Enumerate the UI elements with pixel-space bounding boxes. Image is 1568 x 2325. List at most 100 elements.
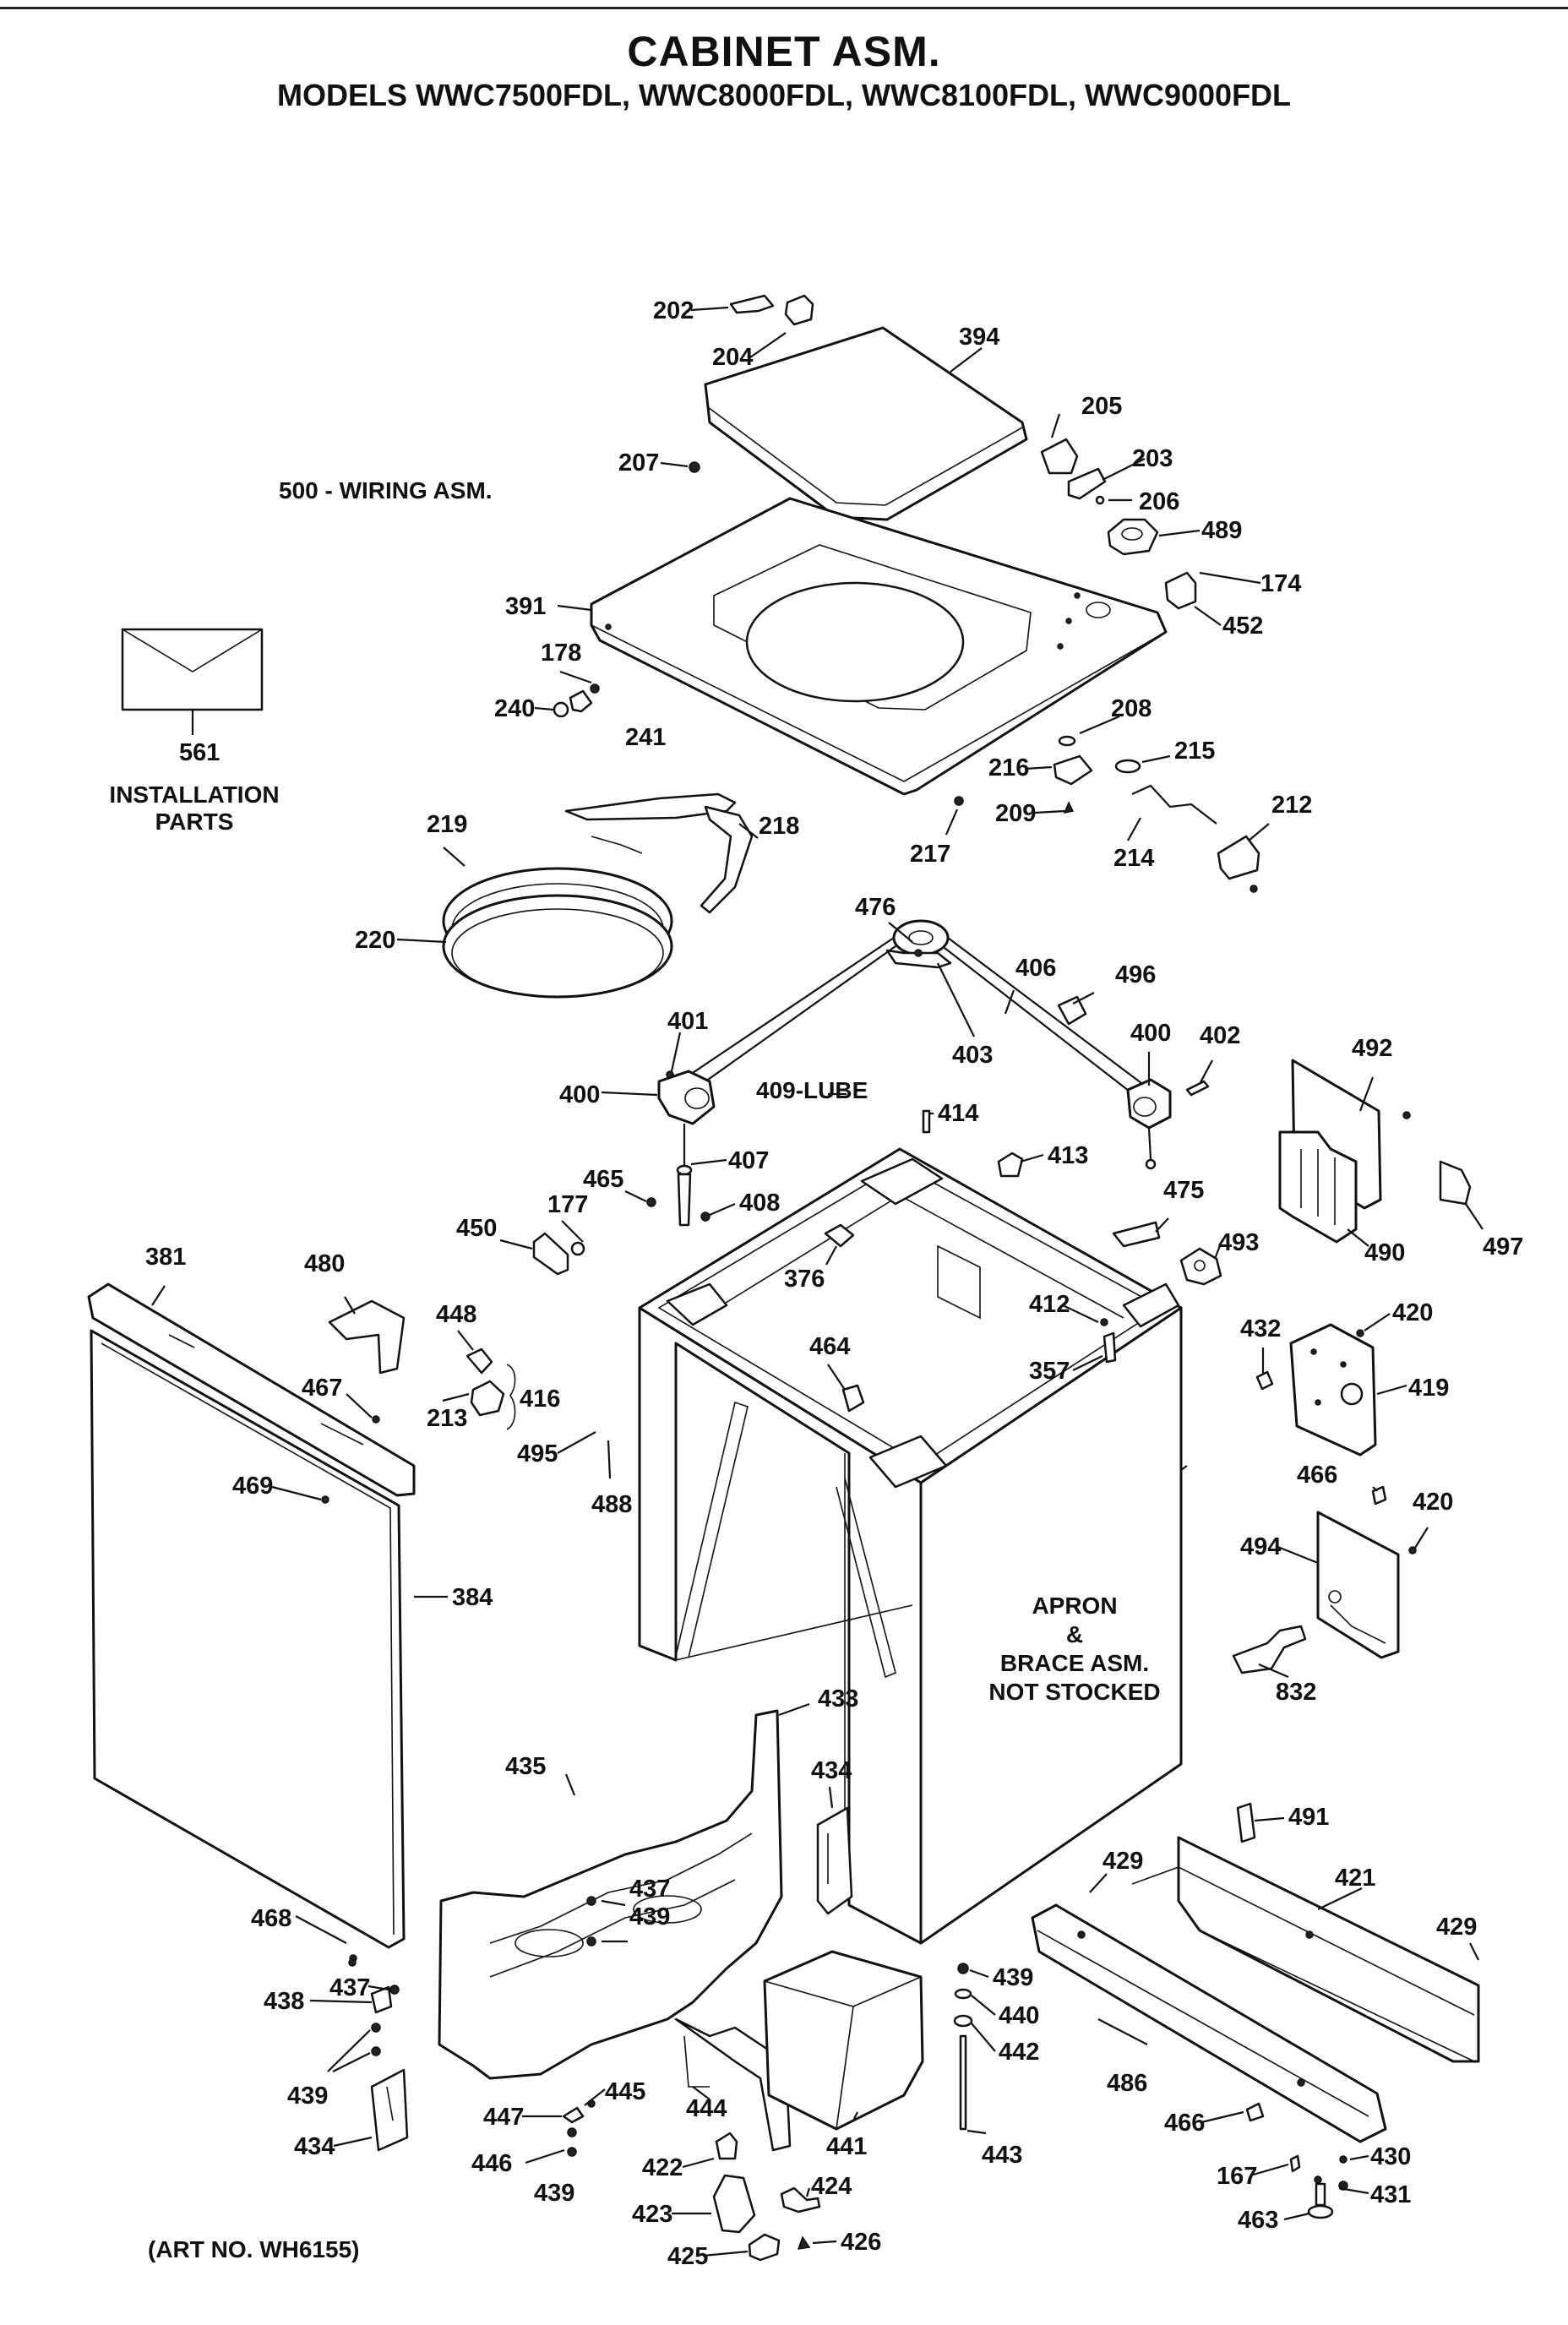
callout-441: 441 <box>826 2133 867 2160</box>
callout-406: 406 <box>1015 955 1056 982</box>
callout-400-left: 400 <box>559 1081 600 1108</box>
callout-491: 491 <box>1288 1804 1329 1831</box>
part-218-bracket <box>564 792 754 914</box>
apron-note-4: NOT STOCKED <box>988 1679 1160 1705</box>
callout-432: 432 <box>1240 1315 1281 1342</box>
part-cabinet-frame <box>638 1147 1183 1945</box>
callout-202: 202 <box>653 297 694 324</box>
part-419-plate <box>1255 1323 1377 1457</box>
callout-labels: 202 204 394 205 203 206 207 489 174 391 … <box>145 297 1523 2270</box>
callout-214: 214 <box>1113 845 1154 872</box>
callout-468: 468 <box>251 1905 291 1932</box>
part-misc-hardware-mid <box>532 1109 1222 1286</box>
callout-218: 218 <box>759 813 799 840</box>
callout-492: 492 <box>1352 1035 1392 1062</box>
part-switch-bracket-group <box>954 735 1260 893</box>
callout-440: 440 <box>999 2002 1039 2029</box>
callout-469: 469 <box>232 1473 273 1500</box>
callout-209: 209 <box>995 800 1036 827</box>
callout-203: 203 <box>1132 445 1173 472</box>
apron-note-3: BRACE ASM. <box>1000 1650 1149 1676</box>
callout-496: 496 <box>1115 961 1156 988</box>
callout-400-right: 400 <box>1130 1020 1171 1047</box>
callout-467: 467 <box>302 1375 342 1402</box>
callout-448: 448 <box>436 1301 476 1328</box>
part-489-nut <box>1107 518 1159 556</box>
callout-495: 495 <box>517 1440 558 1467</box>
part-240-241-hardware <box>553 461 700 718</box>
part-leg-463-431-430 <box>1245 2102 1348 2219</box>
callout-493: 493 <box>1218 1229 1259 1256</box>
callout-241: 241 <box>625 724 666 751</box>
callout-220: 220 <box>355 927 395 954</box>
callout-215: 215 <box>1174 738 1215 765</box>
callout-488: 488 <box>591 1491 632 1518</box>
callout-403: 403 <box>952 1042 993 1069</box>
callout-439-left: 439 <box>287 2083 328 2110</box>
callout-442: 442 <box>999 2039 1039 2066</box>
callout-419: 419 <box>1408 1375 1449 1402</box>
part-lid <box>704 326 1028 521</box>
callout-407: 407 <box>728 1147 769 1174</box>
callout-216: 216 <box>988 754 1029 781</box>
part-suspension-right <box>1126 1078 1210 1170</box>
callout-435: 435 <box>505 1753 546 1780</box>
leader-lines <box>151 306 1484 2257</box>
callout-394: 394 <box>959 324 999 351</box>
callout-490: 490 <box>1364 1239 1405 1266</box>
callout-439-bottom: 439 <box>534 2180 574 2207</box>
callout-401: 401 <box>667 1008 708 1035</box>
part-front-panel <box>87 1282 416 1963</box>
apron-note-2: & <box>1066 1621 1083 1647</box>
callout-205: 205 <box>1081 393 1122 420</box>
callout-431: 431 <box>1370 2181 1411 2208</box>
callout-494: 494 <box>1240 1533 1281 1560</box>
callout-219: 219 <box>427 811 467 838</box>
callout-422: 422 <box>642 2154 683 2181</box>
callout-480: 480 <box>304 1250 345 1277</box>
part-base-frame <box>438 1709 792 2152</box>
part-376-464-clips <box>824 1223 1117 1413</box>
callout-434-lower: 434 <box>294 2133 335 2160</box>
callout-438: 438 <box>264 1988 304 2015</box>
callout-177: 177 <box>547 1191 588 1218</box>
callout-433: 433 <box>818 1685 858 1712</box>
part-434-plate <box>816 1802 1256 1915</box>
part-tub-ring <box>442 867 673 999</box>
callout-408: 408 <box>739 1190 780 1217</box>
callout-402: 402 <box>1200 1022 1240 1049</box>
callout-391: 391 <box>505 593 546 620</box>
callout-466-lower: 466 <box>1164 2110 1205 2137</box>
callout-439-right: 439 <box>993 1964 1033 1991</box>
callout-439-upper: 439 <box>629 1903 670 1930</box>
callout-426: 426 <box>841 2229 881 2256</box>
part-hinge-202-204 <box>729 294 814 326</box>
part-rail-421 <box>1131 1836 1480 2063</box>
callout-178: 178 <box>541 640 581 667</box>
part-switch-205-203 <box>1040 438 1107 505</box>
callout-434-upper: 434 <box>811 1757 852 1784</box>
part-installation-envelope-icon <box>121 628 264 711</box>
callout-420-lower: 420 <box>1413 1489 1453 1516</box>
callout-437-lower: 437 <box>329 1974 370 2001</box>
callout-486: 486 <box>1107 2070 1147 2097</box>
callout-212: 212 <box>1271 792 1312 819</box>
callout-466-upper: 466 <box>1297 1462 1337 1489</box>
part-leveling-bolt <box>953 1963 973 2131</box>
callout-357: 357 <box>1029 1358 1070 1385</box>
lube-note: 409-LUBE <box>756 1077 868 1103</box>
wiring-asm-note: 500 - WIRING ASM. <box>279 477 493 504</box>
apron-note-1: APRON <box>1032 1593 1117 1619</box>
callout-476: 476 <box>855 894 896 921</box>
callout-450: 450 <box>456 1215 497 1242</box>
callout-446: 446 <box>471 2150 512 2177</box>
callout-208: 208 <box>1111 695 1152 722</box>
callout-465: 465 <box>583 1166 623 1193</box>
callout-445: 445 <box>605 2078 645 2105</box>
callout-376: 376 <box>784 1266 825 1293</box>
callout-443: 443 <box>982 2142 1022 2169</box>
callout-167: 167 <box>1217 2163 1257 2190</box>
callout-429-right: 429 <box>1436 1914 1477 1941</box>
callout-213: 213 <box>427 1405 467 1432</box>
callout-204: 204 <box>712 344 753 371</box>
